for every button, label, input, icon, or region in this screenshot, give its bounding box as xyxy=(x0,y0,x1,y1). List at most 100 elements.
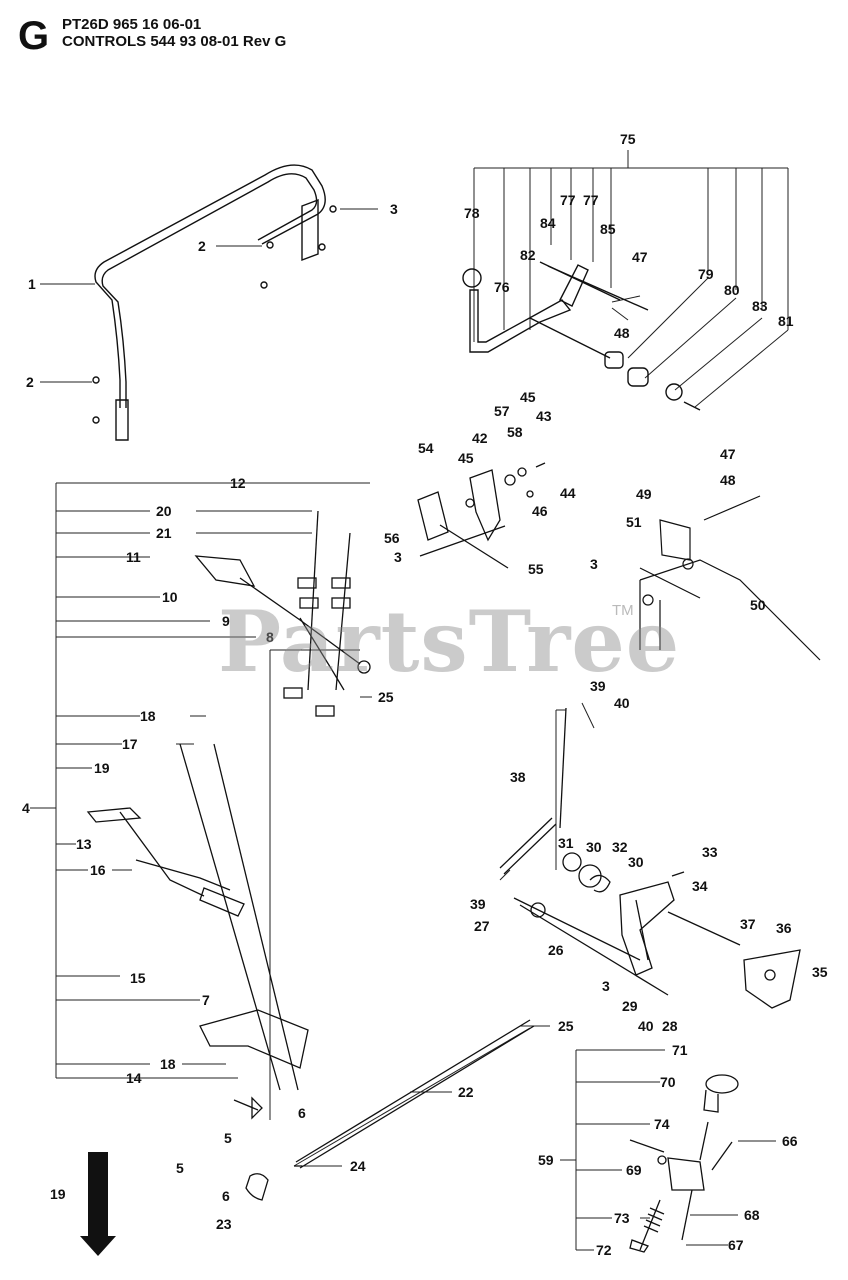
callout-77: 77 xyxy=(560,192,576,208)
bolt-icon xyxy=(266,241,274,249)
lower-control-assembly xyxy=(86,510,535,1201)
callout-80: 80 xyxy=(724,282,740,298)
callout-78: 78 xyxy=(464,205,480,221)
callout-39: 39 xyxy=(470,896,486,912)
callout-46: 46 xyxy=(532,503,548,519)
callout-29: 29 xyxy=(622,998,638,1014)
handle-lower-bracket xyxy=(115,399,129,441)
callout-79: 79 xyxy=(698,266,714,282)
callout-81: 81 xyxy=(778,313,794,329)
callout-39: 39 xyxy=(590,678,606,694)
callout-6: 6 xyxy=(222,1188,230,1204)
callout-4: 4 xyxy=(22,800,30,816)
controls-line: CONTROLS 544 93 08-01 Rev G xyxy=(62,33,287,50)
callout-10: 10 xyxy=(162,589,178,605)
callout-50: 50 xyxy=(750,597,766,613)
callout-59: 59 xyxy=(538,1152,554,1168)
callout-56: 56 xyxy=(384,530,400,546)
knob-icon xyxy=(705,1074,739,1094)
callout-8: 8 xyxy=(266,629,274,645)
callout-30: 30 xyxy=(628,854,644,870)
callout-84: 84 xyxy=(540,215,556,231)
callout-69: 69 xyxy=(626,1162,642,1178)
callout-38: 38 xyxy=(510,769,526,785)
callout-18: 18 xyxy=(140,708,156,724)
callout-55: 55 xyxy=(528,561,544,577)
callout-20: 20 xyxy=(156,503,172,519)
callout-11: 11 xyxy=(126,549,141,565)
callout-36: 36 xyxy=(776,920,792,936)
callout-25: 25 xyxy=(558,1018,574,1034)
callout-12: 12 xyxy=(230,475,246,491)
knob-icon xyxy=(462,268,482,288)
callout-43: 43 xyxy=(536,408,552,424)
callout-3: 3 xyxy=(590,556,598,572)
leader-lines xyxy=(30,150,789,1251)
callout-30: 30 xyxy=(586,839,602,855)
callout-2: 2 xyxy=(198,238,206,254)
callout-3: 3 xyxy=(394,549,402,565)
callout-18: 18 xyxy=(160,1056,176,1072)
callout-66: 66 xyxy=(782,1133,798,1149)
callout-22: 22 xyxy=(458,1084,474,1100)
callout-5: 5 xyxy=(176,1160,184,1176)
callout-1: 1 xyxy=(28,276,36,292)
callout-75: 75 xyxy=(620,131,636,147)
callout-68: 68 xyxy=(744,1207,760,1223)
callout-71: 71 xyxy=(672,1042,688,1058)
callout-16: 16 xyxy=(90,862,106,878)
callout-67: 67 xyxy=(728,1237,744,1253)
hand-grip xyxy=(199,887,245,917)
callout-3: 3 xyxy=(602,978,610,994)
callout-40: 40 xyxy=(614,695,630,711)
callout-25: 25 xyxy=(378,689,394,705)
callout-82: 82 xyxy=(520,247,536,263)
callout-13: 13 xyxy=(76,836,92,852)
callout-35: 35 xyxy=(812,964,828,980)
shift-knob-assembly xyxy=(629,1074,739,1253)
handle-assembly xyxy=(92,164,337,441)
callout-5: 5 xyxy=(224,1130,232,1146)
callout-26: 26 xyxy=(548,942,564,958)
callout-33: 33 xyxy=(702,844,718,860)
callout-27: 27 xyxy=(474,918,490,934)
handle-bar xyxy=(94,164,326,408)
model-line: PT26D 965 16 06-01 xyxy=(62,16,202,33)
callout-37: 37 xyxy=(740,916,756,932)
bracket-plate-assembly xyxy=(417,462,546,569)
callout-74: 74 xyxy=(654,1116,670,1132)
callout-70: 70 xyxy=(660,1074,676,1090)
callout-48: 48 xyxy=(614,325,630,341)
callout-15: 15 xyxy=(130,970,146,986)
direction-arrow-icon xyxy=(80,1152,116,1256)
callout-19: 19 xyxy=(94,760,110,776)
callout-31: 31 xyxy=(558,835,574,851)
callout-9: 9 xyxy=(222,613,230,629)
callout-72: 72 xyxy=(596,1242,612,1258)
cable-and-idler-assembly xyxy=(499,707,801,1009)
callout-54: 54 xyxy=(418,440,434,456)
shift-lever-assembly xyxy=(462,261,701,411)
chute-lever xyxy=(194,555,256,587)
section-letter: G xyxy=(18,14,50,58)
callout-49: 49 xyxy=(636,486,652,502)
callout-7: 7 xyxy=(202,992,210,1008)
rear-panel-assembly xyxy=(639,495,821,661)
callout-2: 2 xyxy=(26,374,34,390)
callout-21: 21 xyxy=(156,525,172,541)
callout-58: 58 xyxy=(507,424,523,440)
callout-45: 45 xyxy=(520,389,536,405)
callout-57: 57 xyxy=(494,403,510,419)
callout-47: 47 xyxy=(720,446,736,462)
callout-48: 48 xyxy=(720,472,736,488)
callout-40: 40 xyxy=(638,1018,654,1034)
callout-85: 85 xyxy=(600,221,616,237)
callout-32: 32 xyxy=(612,839,628,855)
callout-83: 83 xyxy=(752,298,768,314)
callout-23: 23 xyxy=(216,1216,232,1232)
callout-76: 76 xyxy=(494,279,510,295)
callout-44: 44 xyxy=(560,485,576,501)
watermark: PartsTree xyxy=(218,592,681,691)
callout-6: 6 xyxy=(298,1105,306,1121)
